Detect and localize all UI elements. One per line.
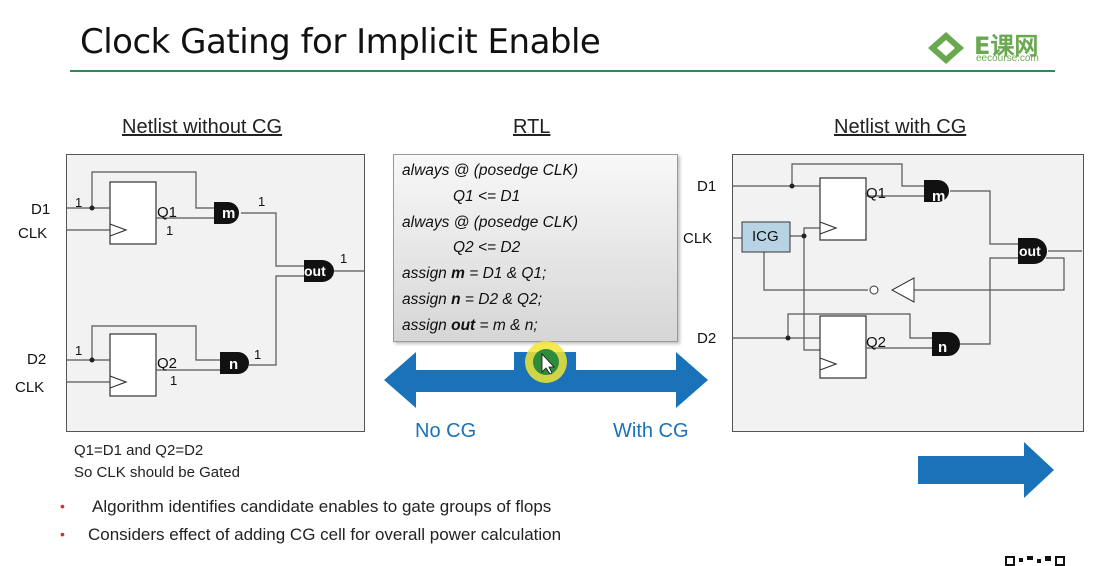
- rtl-line-6: assign n = D2 & Q2;: [402, 291, 543, 308]
- rtl-code-box: [393, 154, 678, 342]
- title-underline: [70, 70, 1055, 72]
- right-gate-m-label: m: [932, 188, 946, 205]
- netlist-with-cg-panel: [732, 154, 1084, 432]
- section-title-with-cg: Netlist with CG: [834, 116, 967, 138]
- left-d2-label: D2: [27, 351, 47, 368]
- and-gate-out-icon: [1018, 238, 1047, 264]
- bit-label: 1: [166, 223, 174, 238]
- right-gate-n-label: n: [938, 339, 948, 356]
- bit-label: 1: [340, 251, 348, 266]
- bullet-text: Algorithm identifies candidate enables t…: [92, 497, 552, 516]
- with-cg-label: With CG: [613, 420, 689, 442]
- gate-n-label: n: [229, 356, 239, 373]
- rtl-line-3: always @ (posedge CLK): [402, 214, 578, 231]
- rtl-line-1: always @ (posedge CLK): [402, 162, 578, 179]
- right-gate-out-label: out: [1019, 243, 1041, 259]
- note-line-2: So CLK should be Gated: [74, 464, 240, 481]
- icg-label: ICG: [752, 228, 779, 245]
- left-q1-label: Q1: [157, 204, 178, 221]
- inverter-icon: [890, 277, 915, 303]
- right-d2-label: D2: [697, 330, 717, 347]
- and-gate-n-icon: [220, 352, 249, 374]
- bit-label: 1: [254, 347, 262, 362]
- next-arrow-icon: [918, 442, 1054, 498]
- logo-text: E课网: [974, 32, 1039, 60]
- left-clk1-label: CLK: [18, 225, 48, 242]
- right-q2-label: Q2: [866, 334, 887, 351]
- bit-label: 1: [170, 373, 178, 388]
- bit-label: 1: [75, 195, 83, 210]
- rtl-line-5: assign m = D1 & Q1;: [402, 265, 547, 282]
- icg-cell-icon: [741, 221, 791, 253]
- and-gate-n-icon: [932, 332, 960, 356]
- bullet-text: Considers effect of adding CG cell for o…: [88, 525, 562, 544]
- left-d1-label: D1: [31, 201, 51, 218]
- gate-out-label: out: [304, 263, 326, 279]
- rtl-line-7: assign out = m & n;: [402, 317, 538, 334]
- right-d1-label: D1: [697, 178, 717, 195]
- bullet-dot-icon: •: [60, 498, 65, 514]
- section-title-without-cg: Netlist without CG: [122, 116, 283, 138]
- and-gate-m-icon: [924, 180, 949, 202]
- double-arrow-icon: [384, 341, 708, 408]
- left-clk2-label: CLK: [15, 379, 45, 396]
- logo-diamond-icon: [928, 32, 964, 64]
- left-q2-label: Q2: [157, 355, 178, 372]
- rtl-line-4: Q2 <= D2: [453, 239, 521, 256]
- bullet-dot-icon: •: [60, 526, 65, 542]
- rtl-line-2: Q1 <= D1: [453, 188, 521, 205]
- qr-code-icon: [1005, 556, 1065, 566]
- gate-m-label: m: [222, 205, 236, 222]
- bit-label: 1: [75, 343, 83, 358]
- right-clk-label: CLK: [683, 230, 713, 247]
- logo-subtext: eecourse.com: [976, 53, 1039, 64]
- netlist-with-cg-diagram: [732, 163, 1082, 379]
- note-line-1: Q1=D1 and Q2=D2: [74, 442, 204, 459]
- netlist-without-cg-diagram: [66, 171, 364, 397]
- and-gate-m-icon: [214, 202, 239, 224]
- bit-label: 1: [258, 194, 266, 209]
- section-title-rtl: RTL: [513, 116, 551, 138]
- no-cg-label: No CG: [415, 420, 477, 442]
- and-gate-out-icon: [304, 260, 334, 282]
- slide-title: Clock Gating for Implicit Enable: [80, 22, 601, 62]
- right-q1-label: Q1: [866, 185, 887, 202]
